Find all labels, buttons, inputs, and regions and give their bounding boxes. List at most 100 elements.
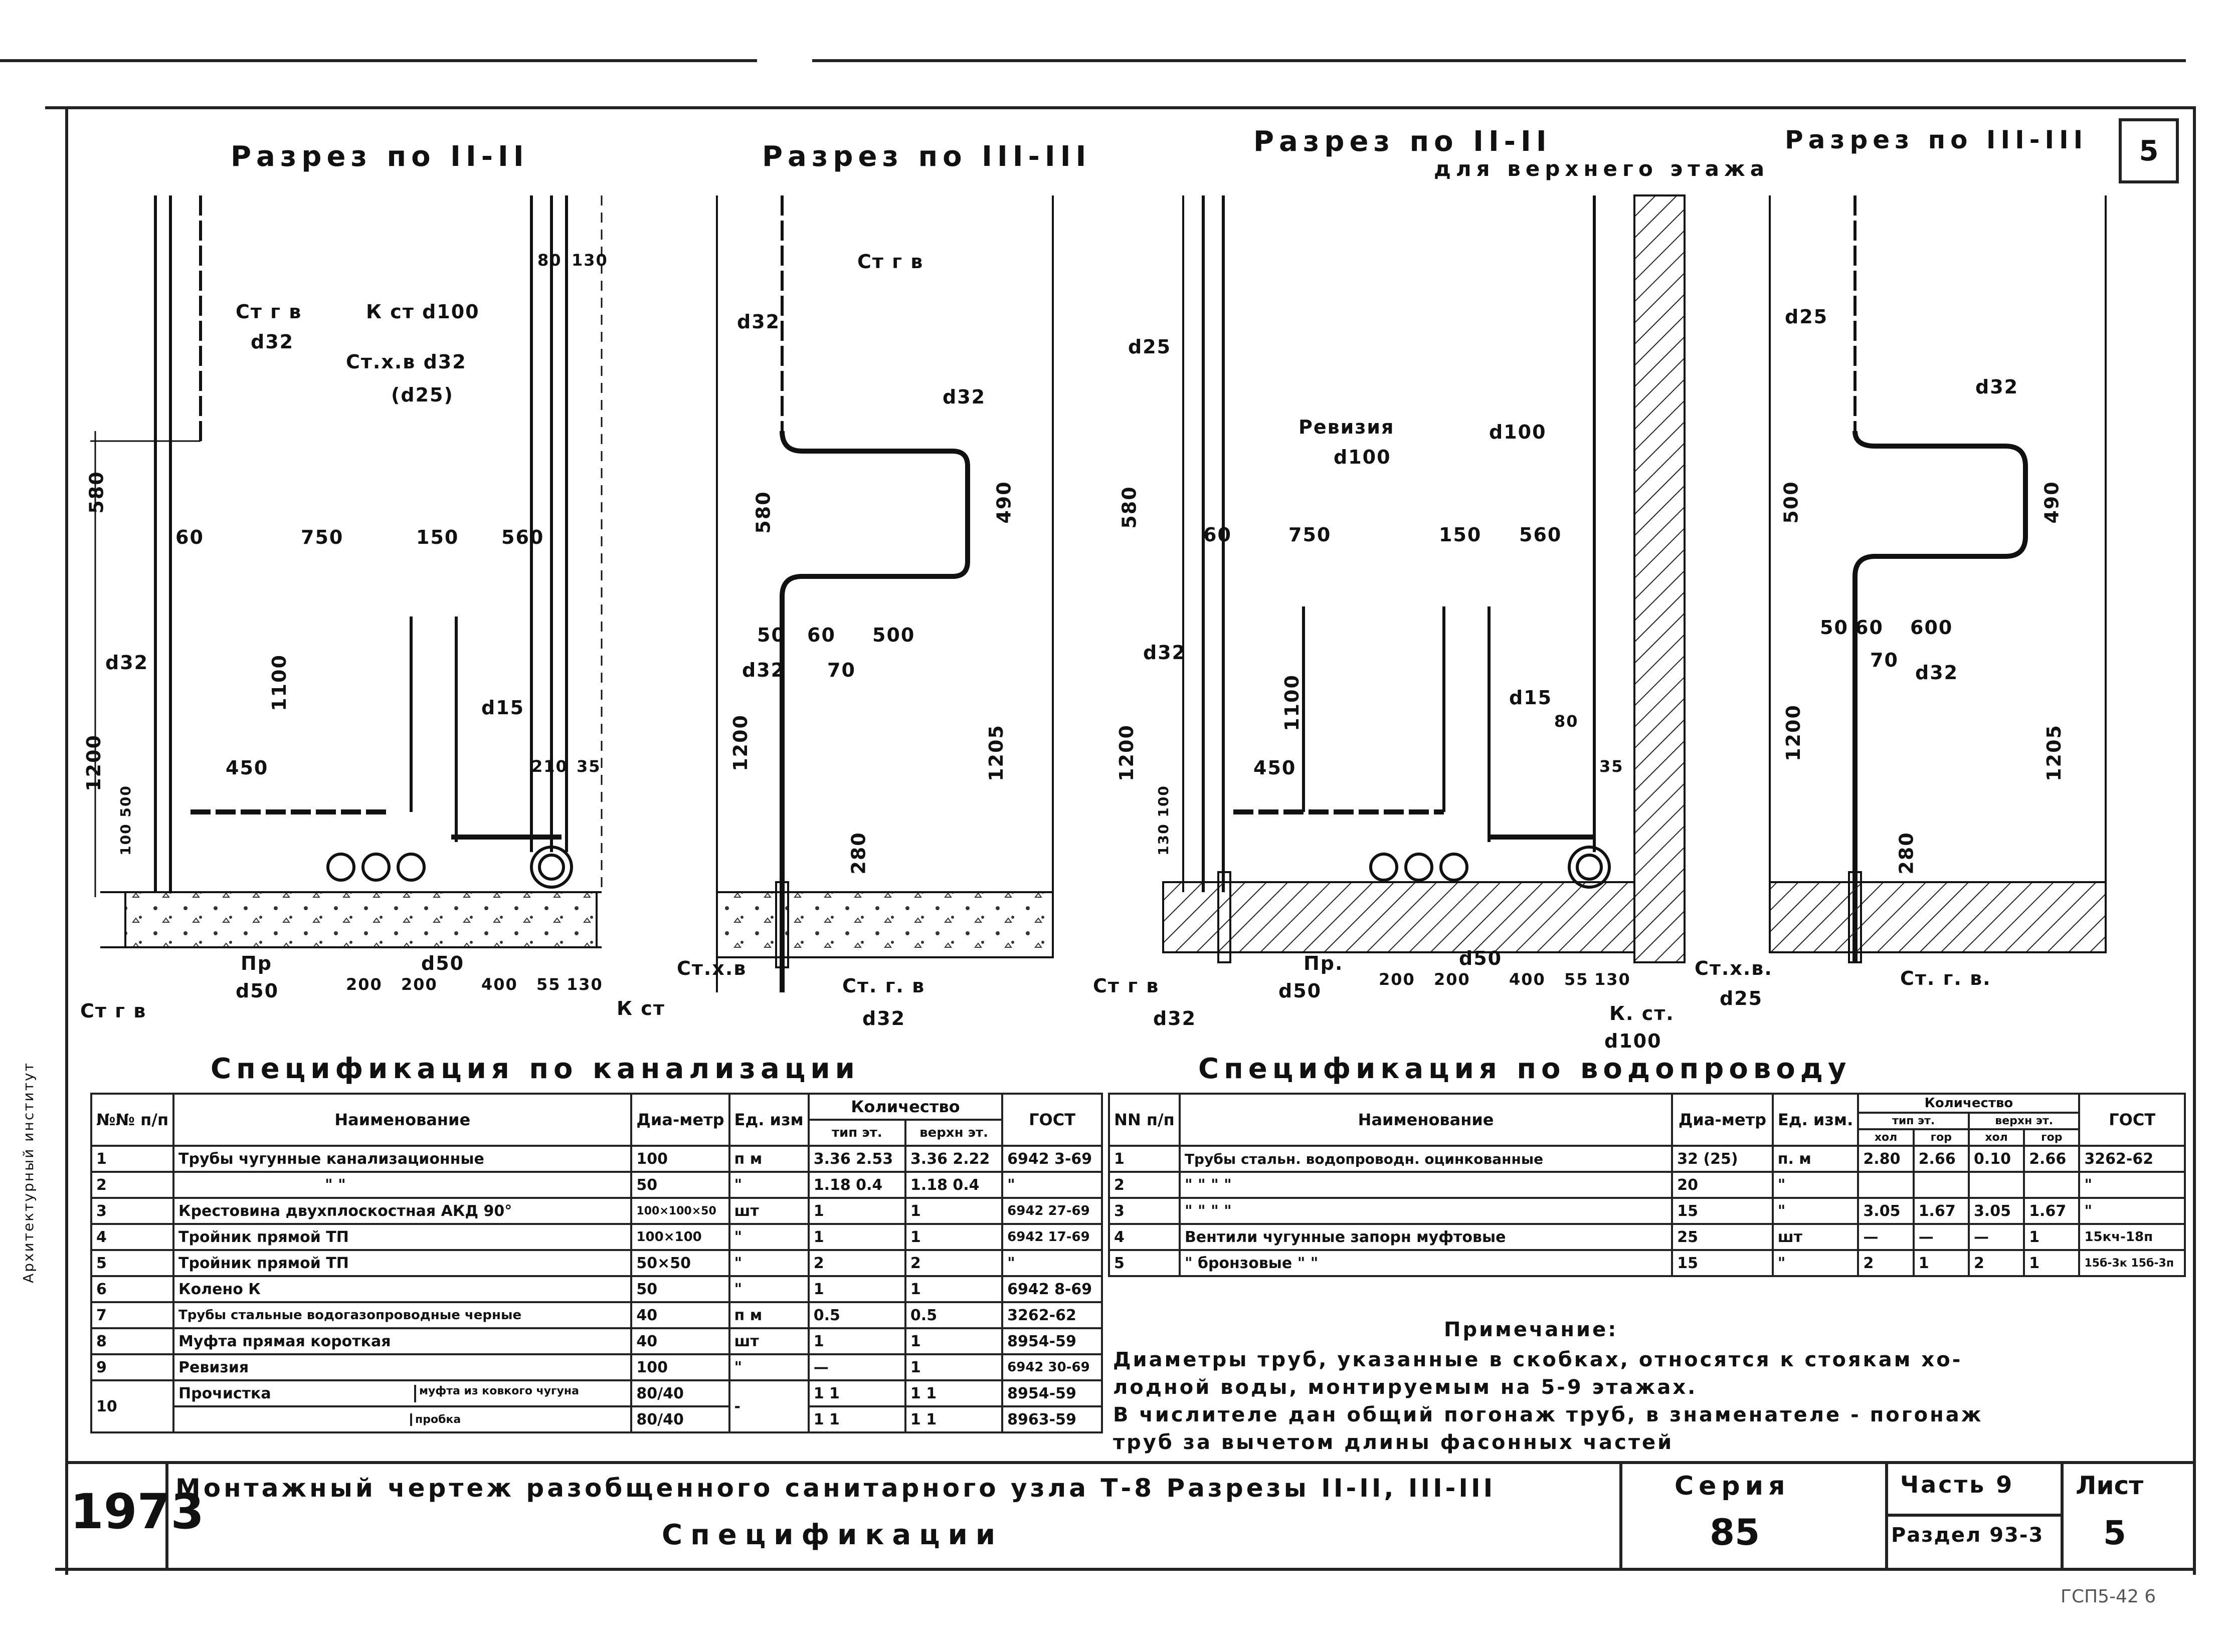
label-s4-490: 490 xyxy=(2040,481,2063,524)
table-row: 5 " бронзовые " " 15 " 2 1 2 1 15б-3к 15… xyxy=(1108,1249,2186,1277)
label-s1-150: 150 xyxy=(416,526,459,548)
col-unit: Ед. изм xyxy=(728,1093,810,1147)
label-s4-1205: 1205 xyxy=(2043,724,2065,781)
table-row: 9 Ревизия 100 " — 1 6942 30-69 xyxy=(90,1353,1103,1381)
label-s1-100-500: 100 500 xyxy=(117,785,134,856)
section-2-title: Разрез по III-III xyxy=(762,140,1091,173)
label-s4-50: 50 xyxy=(1820,616,1848,639)
cell-u: " xyxy=(728,1249,810,1277)
label-s1-580: 580 xyxy=(85,471,108,514)
table-row: 2 " " 50 " 1.18 0.4 1.18 0.4 " xyxy=(90,1171,1103,1199)
cell-typ: 1 xyxy=(807,1275,906,1303)
label-s1-450: 450 xyxy=(226,757,269,779)
label-s3-1100: 1100 xyxy=(1280,674,1303,731)
cell-u: " xyxy=(728,1171,810,1199)
section-1-title: Разрез по II-II xyxy=(231,140,529,173)
cell-d: 80/40 xyxy=(630,1405,730,1433)
label-s3-d25: d25 xyxy=(1128,336,1172,358)
cell-u: п м xyxy=(728,1301,810,1329)
cell-n: 9 xyxy=(90,1353,175,1381)
label-s1-130: 130 xyxy=(572,251,608,270)
cell-n: 2 xyxy=(90,1171,175,1199)
label-s3-200b: 200 xyxy=(1434,970,1470,989)
label-s3-35: 35 xyxy=(1599,757,1624,776)
titleblock-div-series xyxy=(1619,1461,1622,1569)
cell-h1 xyxy=(1912,1171,1970,1199)
label-s4-d32: d32 xyxy=(1975,376,2019,398)
cell-d: 32 (25) xyxy=(1671,1145,1774,1173)
cell-u: " xyxy=(1771,1249,1860,1277)
cell-g: " xyxy=(2078,1197,2186,1225)
label-s3-hot-riser: Ст г в xyxy=(1093,975,1160,997)
titleblock-sheet-value: 5 xyxy=(2103,1514,2126,1552)
titleblock-series-label: Серия xyxy=(1675,1471,1790,1501)
cell-d: 50 xyxy=(630,1275,730,1303)
table-row: 3 Крестовина двухплоскостная АКД 90° 100… xyxy=(90,1197,1103,1225)
label-s1-d32-left: d32 xyxy=(105,652,149,674)
cell-typ: 0.5 xyxy=(807,1301,906,1329)
cell-d: 50×50 xyxy=(630,1249,730,1277)
cell-g: 6942 8-69 xyxy=(1001,1275,1103,1303)
cell-d: 15 xyxy=(1671,1249,1774,1277)
cell-h2 xyxy=(2023,1171,2081,1199)
col-cold: хол xyxy=(1857,1128,1915,1147)
label-s3-d32: d32 xyxy=(1143,642,1187,664)
cell-d: 50 xyxy=(630,1171,730,1199)
col-typ: тип эт. xyxy=(807,1119,906,1147)
label-s3-80: 80 xyxy=(1554,712,1579,731)
cell-u: " xyxy=(728,1223,810,1251)
frame-top xyxy=(45,106,2196,109)
col-name: Наименование xyxy=(1178,1093,1674,1147)
label-s2-hot-riser: Ст г в xyxy=(857,251,924,273)
label-s3-750: 750 xyxy=(1288,524,1332,546)
label-s3-580: 580 xyxy=(1118,486,1141,529)
table-row: 10 Прочистка муфта из ковкого чугуна 80/… xyxy=(90,1379,1103,1433)
top-rule-left xyxy=(0,59,757,62)
label-s4-d25: d25 xyxy=(1785,306,1828,328)
label-s3-d100-bottom: d100 xyxy=(1604,1030,1662,1052)
titleblock-div-sheet xyxy=(2061,1461,2064,1569)
cell-typ: 2 xyxy=(807,1249,906,1277)
cell-u: " xyxy=(1771,1171,1860,1199)
label-s1-750: 750 xyxy=(301,526,344,548)
col-cold2: хол xyxy=(1967,1128,2025,1147)
cell-u: п. м xyxy=(1771,1145,1860,1173)
titleblock-year: 1973 xyxy=(70,1484,205,1540)
cell-n: 8 xyxy=(90,1327,175,1355)
label-s3-150: 150 xyxy=(1439,524,1482,546)
cell-g: 6942 27-69 xyxy=(1001,1197,1103,1225)
cell-n: 6 xyxy=(90,1275,175,1303)
col-name: Наименование xyxy=(172,1093,633,1147)
cell-h2: 1.67 xyxy=(2023,1197,2081,1225)
label-s1-1200: 1200 xyxy=(82,734,105,791)
col-dia: Диа-метр xyxy=(630,1093,730,1147)
table-row: 5 Тройник прямой ТП 50×50 " 2 2 " xyxy=(90,1249,1103,1277)
label-s3-d32-bottom: d32 xyxy=(1153,1007,1197,1029)
section-4-title: Разрез по III-III xyxy=(1785,125,2088,154)
label-s1-d32-top: d32 xyxy=(251,331,294,353)
label-s3-d100: d100 xyxy=(1489,421,1547,443)
cell-n: 4 xyxy=(1108,1223,1181,1251)
col-typ: тип эт. xyxy=(1857,1112,1970,1130)
label-s3-130-100: 130 100 xyxy=(1155,785,1172,856)
cell-name: Трубы стальн. водопроводн. оцинкованные xyxy=(1178,1145,1674,1173)
notes-heading: Примечание: xyxy=(1444,1318,1618,1341)
cell-typ: 1 xyxy=(807,1223,906,1251)
cell-g: 8954-59 xyxy=(1001,1327,1103,1355)
cell-c2: 0.10 xyxy=(1967,1145,2025,1173)
label-s2-hot-riser-bottom: Ст. г. в xyxy=(842,975,925,997)
spec-water-title: Спецификация по водопроводу xyxy=(1198,1053,1851,1085)
col-top: верхн эт. xyxy=(904,1119,1004,1147)
cell-name: Ревизия xyxy=(172,1353,633,1381)
label-s3-d25-bottom: d25 xyxy=(1720,987,1763,1009)
cell-c1: — xyxy=(1857,1223,1915,1251)
titleblock-line-2: Спецификации xyxy=(662,1519,1004,1551)
cell-u: шт xyxy=(728,1327,810,1355)
cell-typ: 1 xyxy=(807,1327,906,1355)
cell-name: " " " " xyxy=(1178,1197,1674,1225)
cell-g: " xyxy=(2078,1171,2186,1199)
cell-name-sub2: пробка xyxy=(410,1413,461,1426)
label-s1-130b: 130 xyxy=(567,975,603,994)
cell-c2: — xyxy=(1967,1223,2025,1251)
col-gost: ГОСТ xyxy=(2078,1093,2186,1147)
